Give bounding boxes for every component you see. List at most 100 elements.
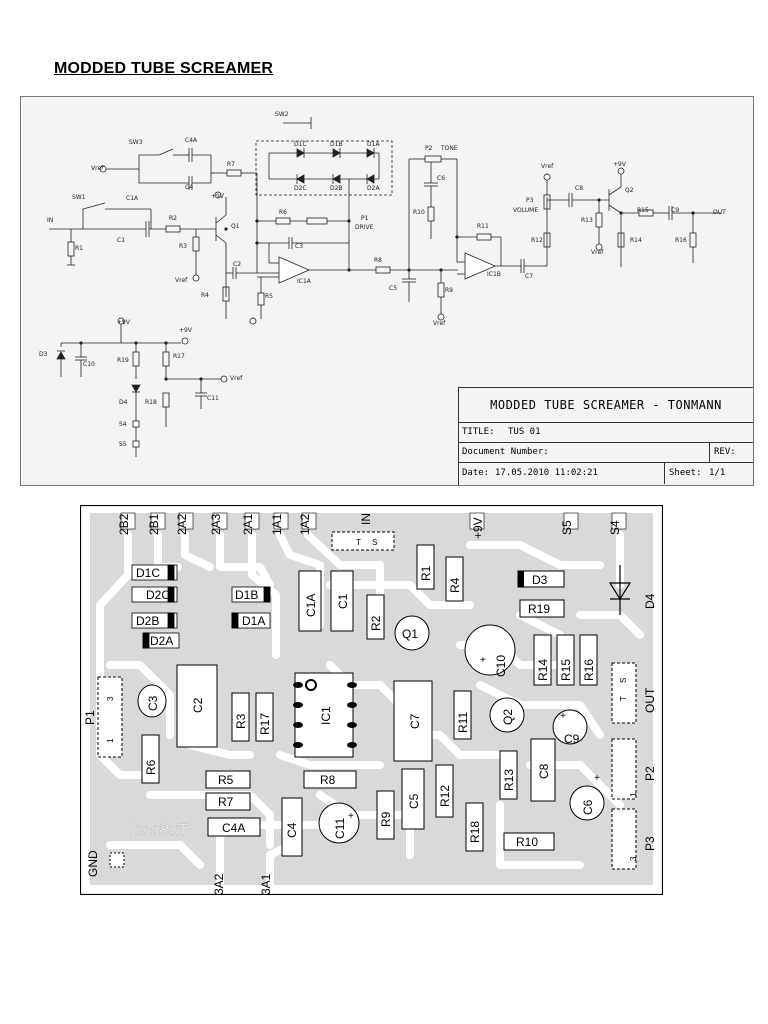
pcb-ic1: IC1: [319, 706, 333, 725]
pcb-r7: R7: [218, 795, 234, 809]
sch-r1-label: R1: [75, 245, 83, 252]
sch-c8-label: C8: [575, 185, 584, 192]
pcb-pad-s5: S5: [560, 520, 574, 535]
sch-q2-label: Q2: [625, 187, 634, 194]
pcb-r13: R13: [502, 769, 516, 791]
rev-label: REV:: [714, 447, 736, 457]
pcb-r14: R14: [536, 659, 550, 681]
pcb-c3: C3: [146, 695, 160, 711]
sch-r8-label: R8: [374, 257, 382, 264]
document-number-label: Document Number:: [462, 447, 549, 457]
title-block-divider: [709, 442, 710, 462]
pcb-d2c: D2C: [146, 588, 170, 602]
pcb-r8: R8: [320, 773, 336, 787]
sch-vref-label-6: Vref: [230, 375, 243, 382]
sch-p3-label: P3: [526, 197, 534, 204]
sch-r13-label: R13: [581, 217, 593, 224]
pcb-r15: R15: [559, 659, 573, 681]
sch-vref-label-5: Vref: [591, 249, 604, 256]
pcb-c5: C5: [407, 793, 421, 809]
title-block-date-row: Date: 17.05.2010 11:02:21 Sheet: 1/1: [459, 462, 753, 484]
pcb-d3: D3: [532, 573, 548, 587]
sch-p2-label: P2: [425, 145, 433, 152]
pcb-c1: C1: [336, 593, 350, 609]
pcb-pad-2a2: 2A2: [175, 513, 189, 535]
pcb-r12: R12: [438, 785, 452, 807]
sch-tone-label: TONE: [441, 145, 458, 152]
date-value: 17.05.2010 11:02:21: [495, 468, 598, 478]
pcb-c11: C11: [333, 818, 347, 839]
sch-r15-label: R15: [637, 207, 649, 214]
pcb-c10: C10: [494, 655, 508, 677]
page-title: MODDED TUBE SCREAMER: [54, 60, 274, 77]
sch-ic1a-label: IC1A: [297, 278, 311, 285]
pcb-c1a: C1A: [304, 594, 318, 617]
sheet-label: Sheet:: [669, 468, 702, 478]
sch-c2-label: C2: [233, 261, 242, 268]
sch-drive-label: DRIVE: [355, 224, 374, 231]
sch-r4-label: R4: [201, 292, 209, 299]
sch-s4-label: S4: [119, 421, 127, 428]
title-block-divider-2: [664, 462, 665, 484]
sch-c1a-label: C1A: [126, 195, 139, 202]
sch-c9-label: C9: [671, 207, 680, 214]
sch-sw1-label: SW1: [72, 194, 86, 201]
sch-c4a-label: C4A: [185, 137, 198, 144]
pcb-c9: C9: [564, 732, 580, 746]
sch-c1-label: C1: [117, 237, 126, 244]
sch-d1a-label: D1A: [367, 141, 380, 148]
pcb-d4-label: D4: [643, 593, 657, 609]
pcb-c11-plus: +: [348, 811, 354, 822]
date-label: Date:: [462, 468, 490, 478]
pcb-p1-num-1: 1: [106, 738, 115, 743]
sch-vref-label-4: Vref: [541, 163, 554, 170]
sch-9v-label-4: +9V: [179, 327, 192, 334]
pcb-r17: R17: [258, 713, 272, 735]
sch-d4-label: D4: [119, 399, 128, 406]
sch-r19-label: R19: [117, 357, 129, 364]
sch-c4-label: C4: [185, 184, 194, 191]
sch-in-label: IN: [47, 217, 54, 224]
sch-s5-label: S5: [119, 441, 127, 448]
pcb-q2: Q2: [501, 709, 515, 725]
pcb-q1: Q1: [402, 627, 418, 641]
pcb-out-s: S: [619, 678, 628, 683]
pcb-pad-2b2: 2B2: [117, 513, 131, 535]
pcb-d1c: D1C: [136, 566, 160, 580]
pcb-r3: R3: [234, 713, 248, 729]
pcb-r9: R9: [379, 811, 393, 827]
pcb-c8: C8: [537, 763, 551, 779]
title-value: TUS 01: [508, 427, 541, 437]
sch-9v-label-1: +9V: [211, 193, 224, 200]
pcb-r18: R18: [468, 821, 482, 843]
pcb-d1a: D1A: [242, 614, 265, 628]
sch-r9-label: R9: [445, 287, 453, 294]
title-block-doc-row: Document Number: REV:: [459, 442, 753, 463]
pcb-pad-2b1: 2B1: [147, 513, 161, 535]
sch-ic1b-label: IC1B: [487, 271, 501, 278]
sch-r6-label: R6: [279, 209, 287, 216]
title-block: MODDED TUBE SCREAMER - TONMANN TITLE: TU…: [458, 387, 753, 485]
pcb-pad-9v: +9V: [471, 517, 485, 539]
pcb-c6: C6: [581, 799, 595, 815]
sch-c3-label: C3: [295, 243, 304, 250]
sch-r2-label: R2: [169, 215, 177, 222]
sch-vref-label-2: Vref: [91, 165, 104, 172]
pcb-out-t: T: [619, 696, 628, 701]
sheet-value: 1/1: [709, 468, 726, 478]
sch-r11-label: R11: [477, 223, 489, 230]
pcb-p3-num-3: 3: [629, 856, 638, 861]
pcb-p1-num-3: 3: [106, 696, 115, 701]
sch-r5-label: R5: [265, 293, 273, 300]
sch-c5-label: C5: [389, 285, 398, 292]
title-block-main: MODDED TUBE SCREAMER - TONMANN: [459, 388, 753, 423]
sch-d3-label: D3: [39, 351, 48, 358]
pcb-r5: R5: [218, 773, 234, 787]
pcb-gnd-label: GND: [86, 850, 100, 877]
sch-d2b-label: D2B: [330, 185, 343, 192]
sch-c11-label: C11: [207, 395, 219, 402]
pcb-p2-label: P2: [643, 766, 657, 781]
pcb-r4: R4: [448, 577, 462, 593]
